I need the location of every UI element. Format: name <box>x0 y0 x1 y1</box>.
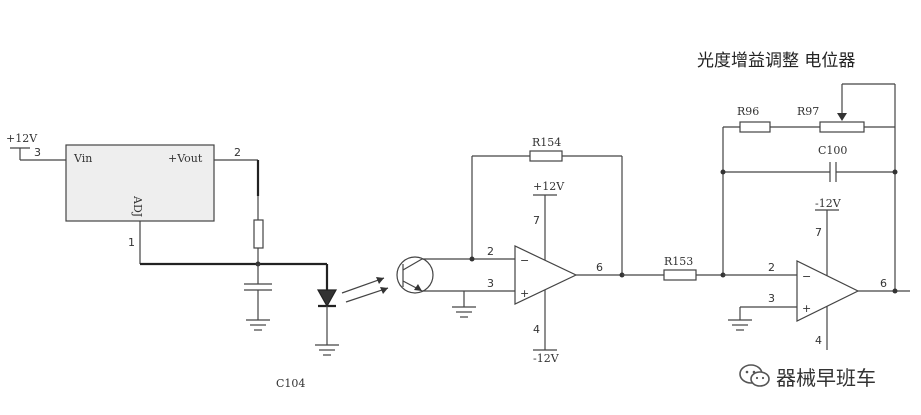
capacitor-c100-label: C100 <box>818 144 847 157</box>
svg-text:+: + <box>802 302 811 315</box>
opamp2-pin-out: 6 <box>880 277 887 290</box>
resistor-r96 <box>739 121 771 133</box>
resistor-r96-label: R96 <box>737 105 759 118</box>
opamp1-supply-neg: -12V <box>533 352 560 365</box>
regulator-pin-in: 3 <box>34 146 41 159</box>
watermark: 器械早班车 <box>738 356 876 396</box>
opamp1-pin-noninv: 3 <box>487 277 494 290</box>
regulator-vout-label: +Vout <box>168 152 203 165</box>
capacitor-c104: C104 <box>244 264 305 390</box>
potentiometer-r97-label: R97 <box>797 105 819 118</box>
resistor-r154-label: R154 <box>532 136 561 149</box>
opamp1-pin-vneg: 4 <box>533 323 540 336</box>
gain-adjust-title: 光度增益调整 电位器 <box>697 51 855 71</box>
opamp2-pin-inv: 2 <box>768 261 775 274</box>
opamp1-pin-vpos: 7 <box>533 214 540 227</box>
adj-resistor <box>253 219 264 249</box>
svg-text:−: − <box>520 254 529 267</box>
resistor-r153-label: R153 <box>664 255 693 268</box>
input-supply: +12V 3 <box>6 132 66 161</box>
capacitor-c104-label: C104 <box>276 377 305 390</box>
led-emitter <box>315 264 389 356</box>
opamp2-supply-neg: -12V <box>815 197 842 210</box>
regulator-adj-label: ADJ <box>131 195 144 217</box>
resistor-r153 <box>663 269 697 281</box>
regulator-pin-out: 2 <box>234 146 241 159</box>
opamp-1: − + 2 3 +12V 7 -12V 4 6 <box>472 180 622 365</box>
opamp2-pin-vpos: 7 <box>815 226 822 239</box>
regulator-vin-label: Vin <box>73 152 92 165</box>
svg-text:+: + <box>520 287 529 300</box>
potentiometer-r97 <box>819 121 865 133</box>
svg-text:−: − <box>802 270 811 283</box>
opamp1-supply-pos: +12V <box>533 180 565 193</box>
regulator-pin-adj: 1 <box>128 236 135 249</box>
input-supply-label: +12V <box>6 132 38 145</box>
phototransistor <box>396 256 472 294</box>
opamp-2: − + 2 3 -12V 7 4 6 <box>723 197 910 350</box>
opamp2-pin-vneg: 4 <box>815 334 822 347</box>
opamp2-pin-noninv: 3 <box>768 292 775 305</box>
opamp1-pin-inv: 2 <box>487 245 494 258</box>
voltage-regulator: Vin +Vout ADJ <box>65 144 215 222</box>
watermark-text: 器械早班车 <box>776 365 876 390</box>
opamp1-pin-out: 6 <box>596 261 603 274</box>
resistor-r154 <box>529 150 563 162</box>
wechat-icon <box>739 364 770 387</box>
